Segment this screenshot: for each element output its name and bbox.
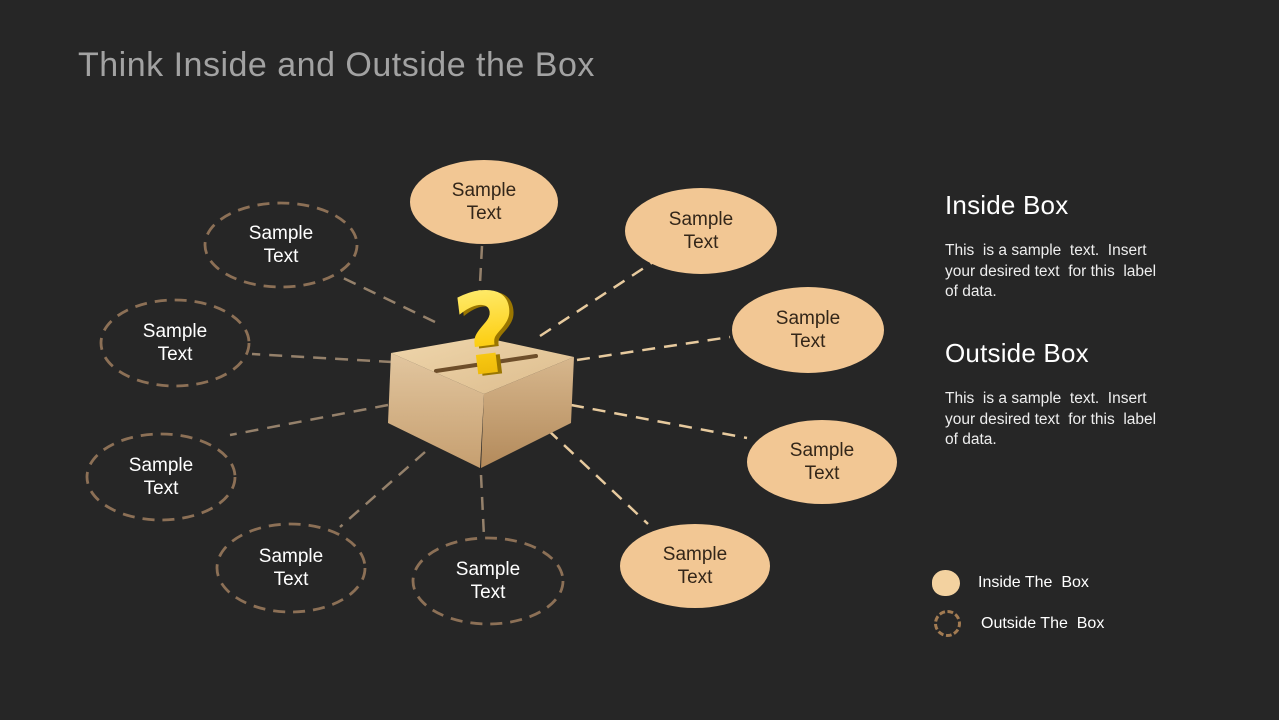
box-slot: [434, 354, 538, 373]
outside-node-ellipse: [85, 432, 237, 522]
question-mark-icon: ? ?: [447, 267, 532, 405]
inside-node-ellipse: [732, 287, 884, 373]
connector-line: [547, 429, 649, 525]
outside-node-ellipses: [85, 201, 565, 626]
ballot-box: ? ?: [388, 267, 574, 468]
inside-node-ellipse: [620, 524, 770, 608]
inside-node-ellipse: [410, 160, 558, 244]
connector-line: [570, 403, 748, 440]
outside-box-heading: Outside Box: [945, 338, 1089, 368]
legend-label: Outside The Box: [981, 614, 1105, 632]
box-right-face: [481, 357, 574, 468]
inside-node-label: Sample Text: [789, 440, 855, 484]
connector-line: [339, 451, 426, 528]
connector-line: [479, 474, 486, 538]
outside-node-label: Sample Text: [128, 455, 194, 499]
outside-node-ellipse: [215, 522, 367, 614]
legend-label: Inside The Box: [978, 574, 1089, 591]
outside-dashed-swatch-icon: [934, 610, 961, 637]
legend-item-inside: Inside The Box: [932, 570, 1089, 596]
connector-line: [477, 245, 484, 303]
inside-node-label: Sample Text: [451, 180, 517, 224]
inside-box-description: This is a sample text. Insert your desir…: [945, 242, 1157, 300]
connector-line: [576, 335, 731, 362]
inside-node-ellipse: [747, 420, 897, 504]
inside-node-label: Sample Text: [668, 209, 734, 253]
outside-node-label: Sample Text: [258, 546, 324, 590]
slide-title: Think Inside and Outside the Box: [78, 46, 595, 84]
svg-text:?: ?: [451, 268, 531, 405]
outside-node-ellipse: [203, 201, 359, 289]
connector-line: [340, 275, 436, 324]
legend-item-outside: Outside The Box: [932, 610, 1104, 637]
connector-lines-muted: [229, 245, 486, 538]
outside-node-label: Sample Text: [455, 559, 521, 603]
outside-node-label: Sample Text: [248, 223, 314, 267]
inside-filled-swatch-icon: [932, 570, 960, 596]
connector-line: [539, 260, 654, 338]
svg-text:?: ?: [447, 267, 527, 404]
inside-node-ellipse: [625, 188, 777, 274]
outside-box-description: This is a sample text. Insert your desir…: [945, 390, 1157, 448]
connector-lines-tan: [539, 260, 748, 525]
connector-line: [229, 403, 389, 437]
inside-node-label: Sample Text: [775, 308, 841, 352]
outside-node-label: Sample Text: [142, 321, 208, 365]
outside-node-ellipse: [99, 298, 251, 388]
outside-node-ellipse: [411, 536, 565, 626]
box-left-face: [388, 353, 484, 468]
inside-box-heading: Inside Box: [945, 190, 1069, 220]
inside-node-label: Sample Text: [662, 544, 728, 588]
connector-line: [251, 352, 393, 364]
inside-node-ellipses: [410, 160, 897, 608]
